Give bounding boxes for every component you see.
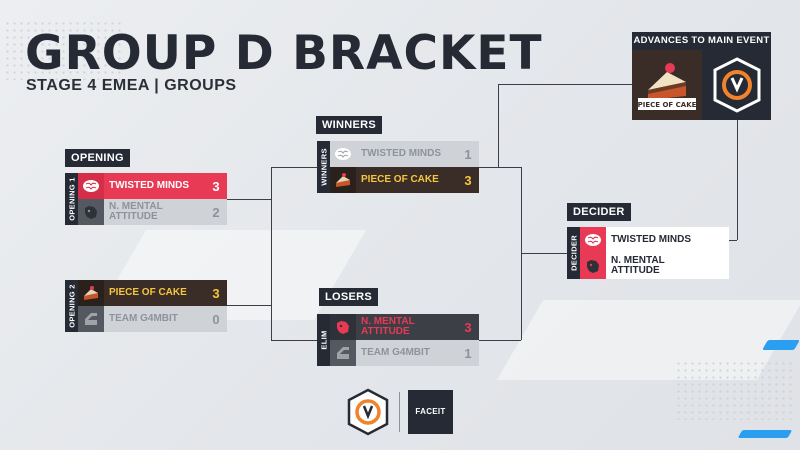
label-losers: LOSERS bbox=[319, 288, 379, 306]
team-row[interactable]: N. MENTAL ATTITUDE 2 bbox=[78, 199, 227, 225]
team-name: TWISTED MINDS bbox=[361, 148, 441, 159]
connector bbox=[498, 84, 499, 167]
team-name: TWISTED MINDS bbox=[611, 234, 691, 245]
team-name: N. MENTAL ATTITUDE bbox=[109, 201, 163, 222]
connector bbox=[479, 340, 521, 341]
team-score: 2 bbox=[212, 204, 220, 220]
page-title: GROUP D BRACKET bbox=[25, 26, 543, 81]
advances-box: ADVANCES TO MAIN EVENT PIECE OF CAKE bbox=[632, 32, 771, 120]
team-name: TEAM G4MBIT bbox=[109, 313, 178, 324]
connector bbox=[498, 84, 632, 85]
match-side-label: DECIDER bbox=[567, 227, 580, 279]
team-row[interactable]: N. MENTAL ATTITUDE bbox=[580, 253, 729, 279]
footer-divider bbox=[399, 392, 400, 432]
cake-icon bbox=[330, 167, 356, 193]
overwatch-emblem-icon bbox=[344, 388, 392, 436]
team-score: 3 bbox=[464, 172, 472, 188]
team-row[interactable]: TWISTED MINDS 1 bbox=[330, 141, 479, 167]
team-score: 3 bbox=[212, 285, 220, 301]
g4mbit-icon bbox=[330, 340, 356, 366]
team-name: PIECE OF CAKE bbox=[109, 287, 187, 298]
team-score: 0 bbox=[212, 311, 220, 327]
team-row[interactable]: N. MENTAL ATTITUDE 3 bbox=[330, 314, 479, 340]
label-decider: DECIDER bbox=[567, 203, 631, 221]
label-winners: WINNERS bbox=[316, 116, 383, 134]
bg-blue-dash bbox=[762, 340, 800, 350]
brain-icon bbox=[330, 141, 356, 167]
match-opening-2[interactable]: OPENING 2 PIECE OF CAKE 3 TEAM G4MBIT 0 bbox=[65, 280, 227, 332]
piece-of-cake-logo: PIECE OF CAKE bbox=[632, 50, 702, 120]
match-side-label: OPENING 2 bbox=[65, 280, 78, 332]
team-name: PIECE OF CAKE bbox=[361, 174, 439, 185]
team-row[interactable]: TEAM G4MBIT 1 bbox=[330, 340, 479, 366]
boar-icon bbox=[78, 199, 104, 225]
boar-icon bbox=[330, 314, 356, 340]
team-row[interactable]: PIECE OF CAKE 3 bbox=[78, 280, 227, 306]
boar-icon bbox=[580, 253, 606, 279]
match-decider[interactable]: DECIDER TWISTED MINDS N. MENTAL ATTITUDE bbox=[567, 227, 729, 279]
connector bbox=[227, 199, 271, 200]
brain-icon bbox=[580, 227, 606, 253]
match-winners[interactable]: WINNERS TWISTED MINDS 1 PIECE OF CAKE 3 bbox=[317, 141, 479, 193]
overwatch-logo bbox=[702, 50, 771, 120]
team-row[interactable]: TWISTED MINDS bbox=[580, 227, 729, 253]
connector bbox=[729, 240, 737, 241]
page-subtitle: STAGE 4 EMEA | GROUPS bbox=[26, 77, 237, 94]
connector bbox=[521, 253, 567, 254]
label-opening: OPENING bbox=[65, 149, 130, 167]
team-name: N. MENTAL ATTITUDE bbox=[611, 255, 665, 276]
match-opening-1[interactable]: OPENING 1 TWISTED MINDS 3 N. MENTAL ATTI… bbox=[65, 173, 227, 225]
team-row[interactable]: PIECE OF CAKE 3 bbox=[330, 167, 479, 193]
match-side-label: WINNERS bbox=[317, 141, 330, 193]
team-score: 1 bbox=[464, 345, 472, 361]
connector bbox=[479, 167, 521, 168]
connector bbox=[271, 167, 272, 340]
bg-blue-dash bbox=[737, 430, 793, 438]
bg-dots bbox=[4, 20, 124, 80]
piece-of-cake-logo-text: PIECE OF CAKE bbox=[638, 101, 697, 109]
match-side-label: ELIM bbox=[317, 314, 330, 366]
match-losers[interactable]: ELIM N. MENTAL ATTITUDE 3 TEAM G4MBIT 1 bbox=[317, 314, 479, 366]
team-score: 3 bbox=[464, 319, 472, 335]
cake-icon bbox=[78, 280, 104, 306]
team-score: 1 bbox=[464, 146, 472, 162]
team-row[interactable]: TWISTED MINDS 3 bbox=[78, 173, 227, 199]
connector bbox=[227, 305, 271, 306]
team-name: TEAM G4MBIT bbox=[361, 347, 430, 358]
connector bbox=[737, 120, 738, 240]
g4mbit-icon bbox=[78, 306, 104, 332]
connector bbox=[271, 340, 317, 341]
advances-label: ADVANCES TO MAIN EVENT bbox=[632, 32, 771, 50]
team-name: TWISTED MINDS bbox=[109, 180, 189, 191]
faceit-logo: FACEIT bbox=[408, 390, 453, 434]
match-side-label: OPENING 1 bbox=[65, 173, 78, 225]
bg-dots bbox=[675, 360, 795, 420]
team-row[interactable]: TEAM G4MBIT 0 bbox=[78, 306, 227, 332]
team-score: 3 bbox=[212, 178, 220, 194]
team-name: N. MENTAL ATTITUDE bbox=[361, 316, 415, 337]
connector bbox=[271, 167, 317, 168]
brain-icon bbox=[78, 173, 104, 199]
